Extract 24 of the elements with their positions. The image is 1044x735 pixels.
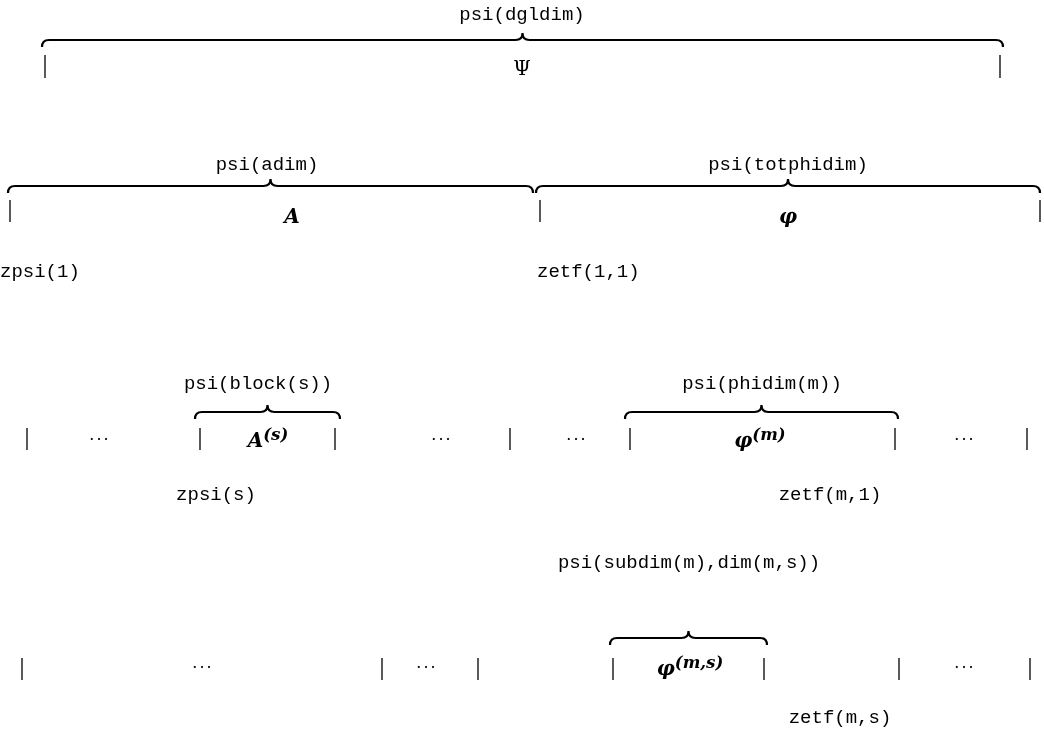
- math-symbol: Ψ: [513, 58, 531, 78]
- math-symbol: A$^{(s)}$: [247, 425, 289, 451]
- ellipsis: ···: [954, 660, 976, 676]
- math-symbol: A: [284, 206, 300, 226]
- code-label: psi(block(s)): [183, 374, 333, 394]
- ellipsis: ···: [89, 432, 111, 448]
- math-symbol: φ$^{(m)}$: [734, 425, 786, 451]
- code-label: psi(totphidim): [708, 155, 868, 175]
- code-label: zpsi(s): [176, 485, 256, 505]
- code-label: psi(dgldim): [459, 5, 585, 25]
- ellipsis: ···: [192, 660, 214, 676]
- code-label: zetf(m,1): [778, 485, 882, 505]
- math-symbol: φ: [778, 206, 798, 226]
- ellipsis: ···: [431, 432, 453, 448]
- code-label: psi(subdim(m),dim(m,s)): [557, 553, 821, 573]
- ellipsis: ···: [566, 432, 588, 448]
- ellipsis: ···: [954, 432, 976, 448]
- code-label: psi(phidim(m)): [682, 374, 842, 394]
- ellipsis: ···: [416, 660, 438, 676]
- math-symbol: φ$^{(m,s)}$: [656, 653, 724, 679]
- code-label: zpsi(1): [0, 262, 80, 282]
- code-label: zetf(m,s): [788, 708, 892, 728]
- code-label: psi(adim): [215, 155, 319, 175]
- code-label: zetf(1,1): [537, 262, 640, 282]
